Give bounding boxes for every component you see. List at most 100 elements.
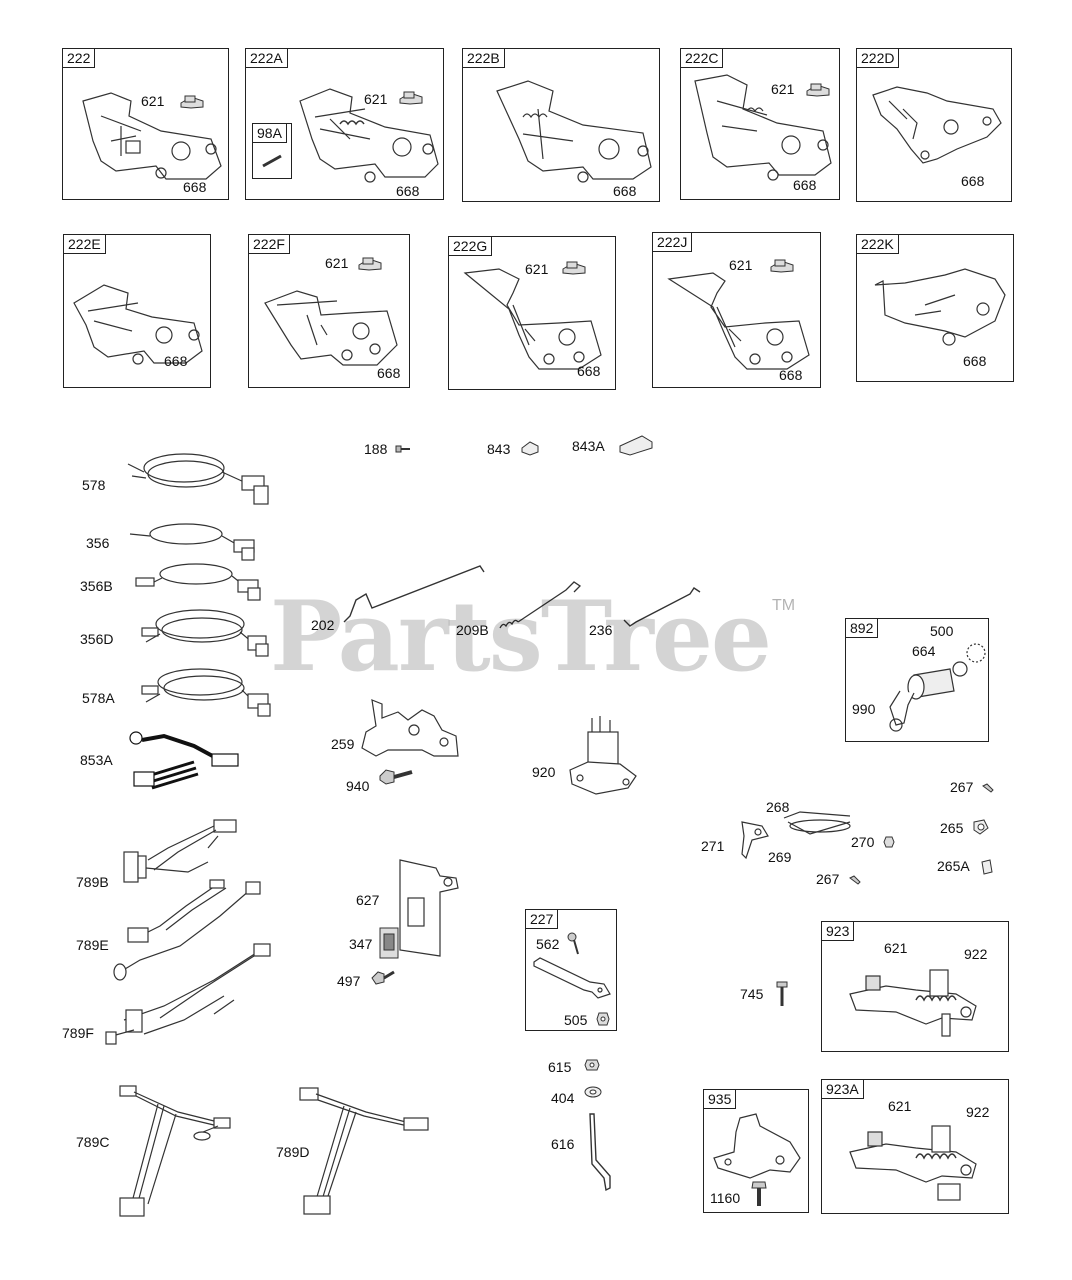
nut-615 (584, 1058, 600, 1072)
bracket-plate-part (865, 265, 1011, 355)
screw-497 (370, 966, 396, 986)
control-bracket-part (459, 265, 609, 375)
callout-789F: 789F (62, 1025, 94, 1041)
wire-harness-789E (110, 876, 270, 986)
callout-668: 668 (183, 179, 207, 195)
assembly-box-923A[interactable]: 923A 621 922 (821, 1079, 1009, 1214)
bolt-745 (776, 980, 788, 1008)
screw-icon (849, 875, 861, 885)
clip-265A (980, 858, 994, 876)
control-bracket-part (290, 69, 440, 189)
callout-267-top: 267 (950, 779, 974, 795)
key-bar-icon (618, 434, 654, 456)
callout-500: 500 (930, 623, 954, 639)
clip-part-621 (561, 259, 587, 275)
callout-621: 621 (771, 81, 795, 97)
callout-668: 668 (396, 183, 420, 199)
assembly-box-222B[interactable]: 222B 668 (462, 48, 660, 202)
box-title: 935 (704, 1090, 737, 1109)
ground-wire-853A (124, 726, 254, 796)
assembly-box-222[interactable]: 222 621 668 (62, 48, 229, 200)
screw-icon (395, 444, 411, 454)
starter-solenoid-920 (566, 714, 642, 800)
box-title: 222F (249, 235, 290, 254)
assembly-box-923[interactable]: 923 621 922 (821, 921, 1009, 1052)
callout-990: 990 (852, 701, 876, 717)
callout-356: 356 (86, 535, 110, 551)
callout-745: 745 (740, 986, 764, 1002)
washer-404 (584, 1086, 602, 1098)
callout-668: 668 (779, 367, 803, 383)
callout-664: 664 (912, 643, 936, 659)
callout-668: 668 (613, 183, 637, 199)
callout-265A: 265A (937, 858, 970, 874)
callout-922: 922 (964, 946, 988, 962)
callout-497: 497 (337, 973, 361, 989)
choke-link-236 (620, 586, 706, 630)
box-title: 222A (246, 49, 288, 68)
box-title: 923A (822, 1080, 864, 1099)
wire-harness-578 (124, 446, 274, 510)
box-title: 892 (846, 619, 879, 638)
callout-269: 269 (768, 849, 792, 865)
callout-621: 621 (525, 261, 549, 277)
sub-box-98A[interactable]: 98A (252, 123, 292, 179)
clip-265 (972, 818, 990, 836)
callout-356D: 356D (80, 631, 114, 647)
callout-621: 621 (364, 91, 388, 107)
callout-668: 668 (963, 353, 987, 369)
control-bracket-part (71, 71, 222, 191)
assembly-box-222J[interactable]: 222J 621 668 (652, 232, 821, 388)
callout-356B: 356B (80, 578, 113, 594)
box-title: 222E (64, 235, 106, 254)
lever-271 (732, 818, 776, 862)
bracket-259 (358, 696, 468, 766)
governor-control-part (846, 1118, 996, 1208)
callout-404: 404 (551, 1090, 575, 1106)
box-title: 222C (681, 49, 724, 68)
assembly-box-222K[interactable]: 222K 668 (856, 234, 1014, 382)
assembly-box-222C[interactable]: 222C 621 668 (680, 48, 840, 200)
callout-578: 578 (82, 477, 106, 493)
callout-920: 920 (532, 764, 556, 780)
assembly-box-227[interactable]: 227 562 505 (525, 909, 617, 1031)
callout-668: 668 (961, 173, 985, 189)
callout-940: 940 (346, 778, 370, 794)
callout-621: 621 (141, 93, 165, 109)
sub-box-title: 98A (253, 124, 287, 143)
control-panel-627 (396, 858, 462, 960)
governor-control-part (846, 960, 996, 1040)
cable-268 (780, 808, 858, 848)
lever-part (530, 954, 614, 1000)
wire-harness-356D (130, 598, 278, 660)
callout-616: 616 (551, 1136, 575, 1152)
wire-harness-789F (104, 940, 274, 1056)
callout-668: 668 (377, 365, 401, 381)
assembly-box-222G[interactable]: 222G 621 668 (448, 236, 616, 390)
callout-615: 615 (548, 1059, 572, 1075)
control-bracket-part (663, 263, 815, 375)
assembly-box-222F[interactable]: 222F 621 668 (248, 234, 410, 388)
assembly-box-892[interactable]: 892 500 664 990 (845, 618, 989, 742)
box-title: 222 (63, 49, 96, 68)
assembly-box-935[interactable]: 935 1160 (703, 1089, 809, 1213)
control-bracket-part (257, 275, 403, 375)
callout-621: 621 (729, 257, 753, 273)
shaft-616 (586, 1112, 614, 1194)
ignition-switch-part (884, 639, 986, 739)
bracket-plate-part (867, 79, 1007, 179)
callout-843: 843 (487, 441, 511, 457)
assembly-box-222E[interactable]: 222E 668 (63, 234, 211, 388)
callout-922: 922 (966, 1104, 990, 1120)
assembly-box-222A[interactable]: 222A 98A 621 668 (245, 48, 444, 200)
clip-part-621 (769, 257, 795, 273)
callout-621: 621 (888, 1098, 912, 1114)
callout-268: 268 (766, 799, 790, 815)
callout-621: 621 (884, 940, 908, 956)
screw-icon (982, 783, 994, 793)
callout-578A: 578A (82, 690, 115, 706)
assembly-box-222D[interactable]: 222D 668 (856, 48, 1012, 202)
wire-harness-789C (118, 1082, 238, 1220)
control-bracket-part (68, 259, 206, 371)
callout-236: 236 (589, 622, 613, 638)
